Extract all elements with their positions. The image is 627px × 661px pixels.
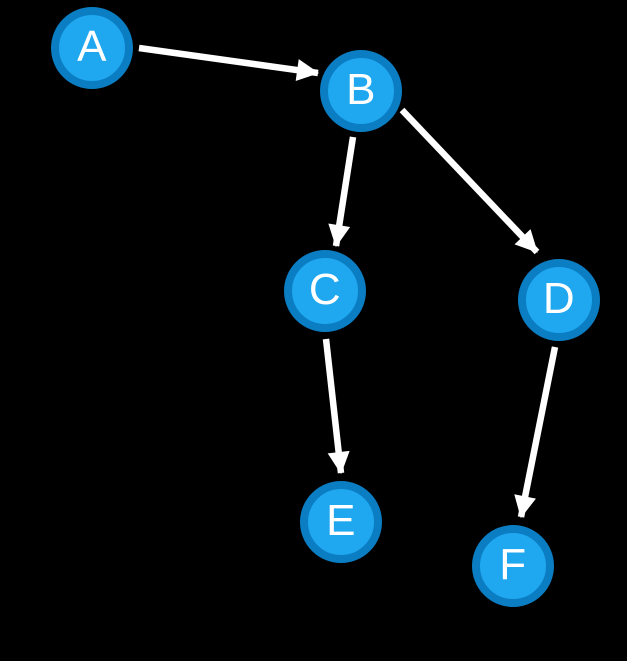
edge-arrow-C-E xyxy=(322,338,350,475)
graph-node-D[interactable]: D xyxy=(518,259,600,341)
node-label-D: D xyxy=(542,274,576,323)
edge-arrow-D-F xyxy=(514,346,559,519)
edge-arrow-B-C xyxy=(328,136,357,248)
node-label-A: A xyxy=(77,22,107,71)
graph-node-B[interactable]: B xyxy=(320,50,402,132)
edge-arrow-A-B xyxy=(138,44,320,82)
node-label-E: E xyxy=(326,496,356,545)
node-label-C: C xyxy=(308,265,342,314)
node-label-B: B xyxy=(346,65,376,114)
graph-node-F[interactable]: F xyxy=(472,525,554,607)
graph-node-E[interactable]: E xyxy=(300,481,382,563)
node-label-F: F xyxy=(499,540,527,589)
graph-node-A[interactable]: A xyxy=(51,7,133,89)
graph-node-C[interactable]: C xyxy=(284,250,366,332)
edge-arrow-B-D xyxy=(399,107,540,255)
